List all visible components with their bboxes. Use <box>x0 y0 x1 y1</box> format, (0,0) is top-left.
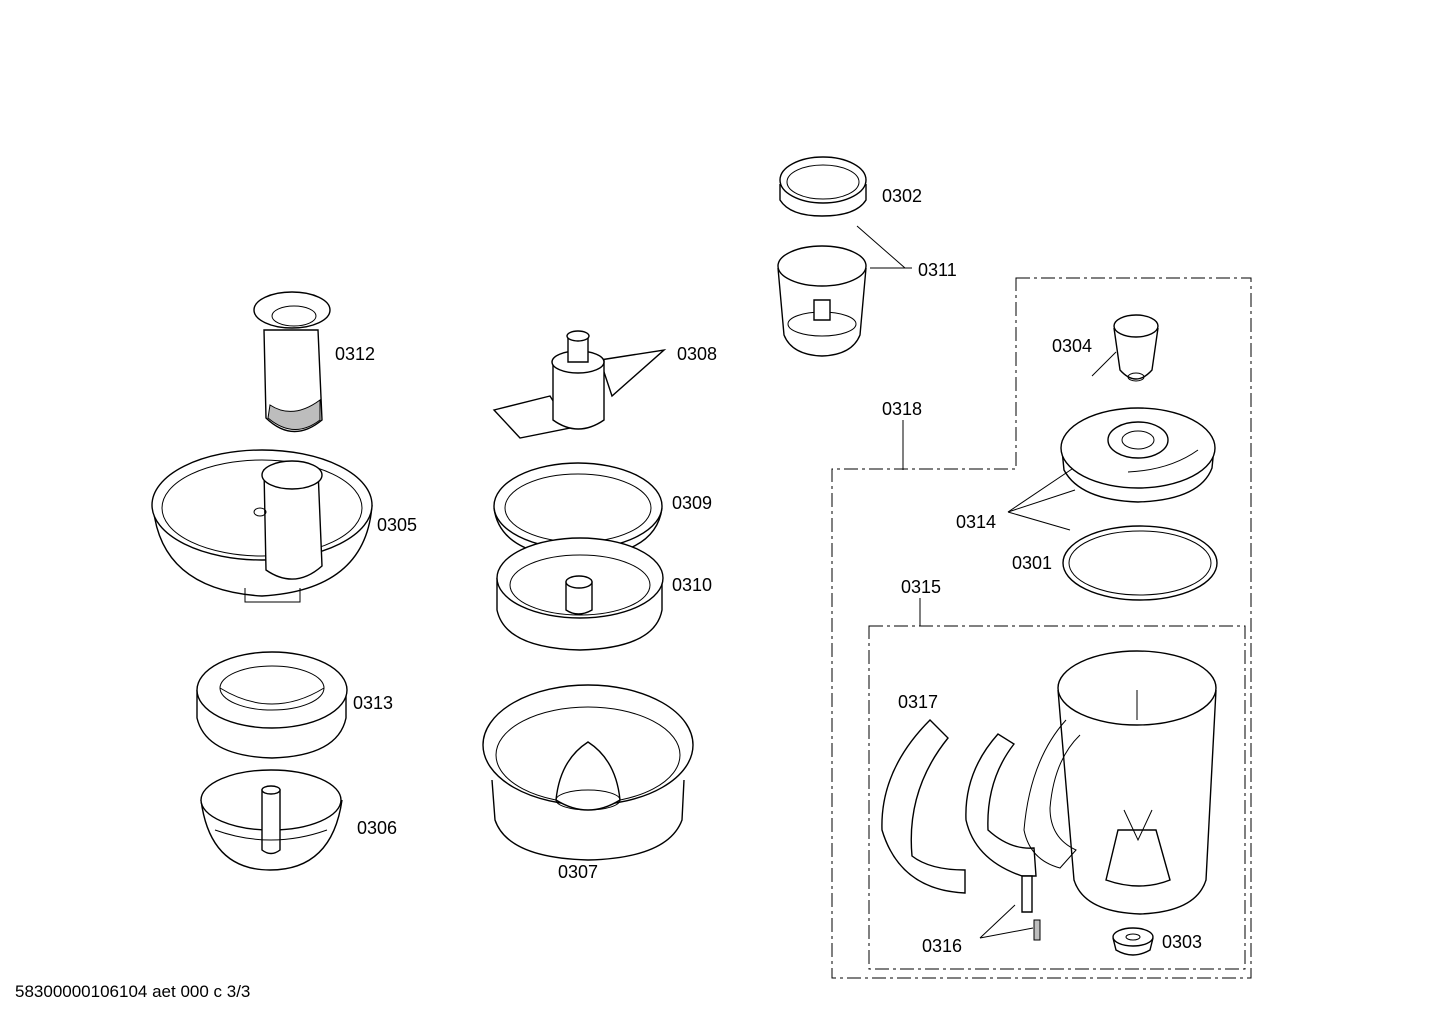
label-0304: 0304 <box>1052 336 1092 356</box>
label-0303: 0303 <box>1162 932 1202 952</box>
part-0312-pusher <box>253 291 331 433</box>
label-0316: 0316 <box>922 936 962 956</box>
assembly-0318-outline <box>831 277 1252 979</box>
label-0305: 0305 <box>377 515 417 535</box>
part-0304-measuring-cup <box>1113 314 1159 382</box>
document-footer-code: 58300000106104 aet 000 c 3/3 <box>15 982 251 1001</box>
label-0309: 0309 <box>672 493 712 513</box>
label-0318: 0318 <box>882 399 922 419</box>
part-handle-insert <box>965 733 1037 913</box>
part-0310-sieve <box>496 537 664 651</box>
part-blender-jug <box>1023 650 1217 915</box>
part-0308-blade <box>492 330 667 439</box>
part-0307-citrus-press <box>482 684 694 861</box>
assembly-0315-outline <box>868 625 1246 970</box>
label-0314: 0314 <box>956 512 996 532</box>
label-0310: 0310 <box>672 575 712 595</box>
part-0305-bowl-lid <box>151 449 373 603</box>
label-0307: 0307 <box>558 862 598 882</box>
part-0313-ring <box>196 651 348 759</box>
label-0312: 0312 <box>335 344 375 364</box>
part-0303-coupling <box>1112 927 1154 956</box>
label-0313: 0313 <box>353 693 393 713</box>
label-0306: 0306 <box>357 818 397 838</box>
part-0317-handle-cover <box>881 719 966 894</box>
part-0311-chopper-bowl <box>777 245 867 357</box>
label-0317: 0317 <box>898 692 938 712</box>
part-0306-strainer <box>200 769 343 871</box>
label-0308: 0308 <box>677 344 717 364</box>
label-0301: 0301 <box>1012 553 1052 573</box>
leader-lines <box>856 225 1117 939</box>
label-0315: 0315 <box>901 577 941 597</box>
label-0311: 0311 <box>918 260 957 280</box>
label-0302: 0302 <box>882 186 922 206</box>
part-0301-seal-ring <box>1062 525 1218 601</box>
part-0314-jug-lid <box>1060 407 1216 503</box>
part-0302-cover <box>779 156 867 217</box>
part-0316-clip <box>1033 919 1041 941</box>
